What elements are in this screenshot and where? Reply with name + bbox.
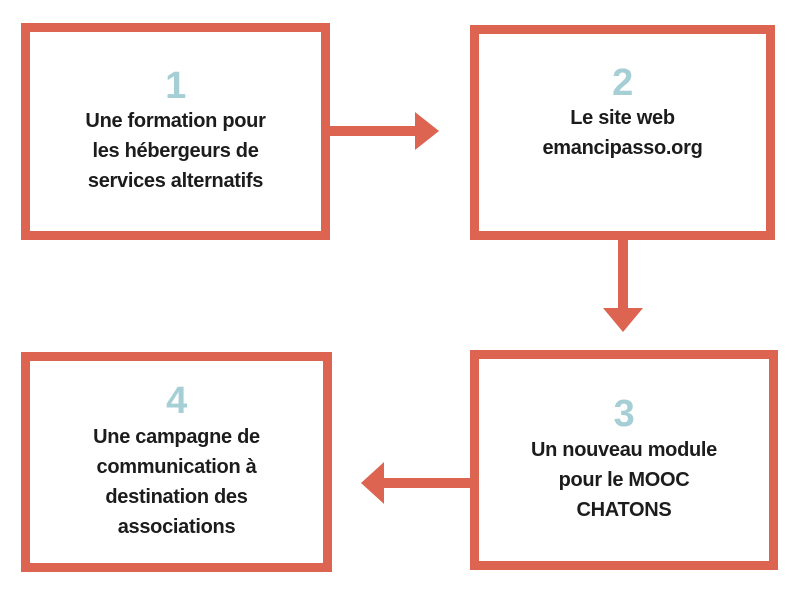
- step-label-1: Une formation pour les hébergeurs de ser…: [85, 110, 266, 193]
- step-box-1: 1 Une formation pour les hébergeurs de s…: [21, 23, 330, 240]
- step-box-3: 3 Un nouveau module pour le MOOC CHATONS: [470, 350, 778, 570]
- step-box-4-content: 4 Une campagne de communication à destin…: [93, 380, 260, 542]
- step-label-3: Un nouveau module pour le MOOC CHATONS: [530, 438, 718, 521]
- arrow-2-to-3-shaft: [618, 240, 628, 309]
- step-number-2: 2: [612, 61, 633, 104]
- step-number-1: 1: [165, 64, 186, 107]
- step-box-2-content: 2 Le site web emancipasso.org: [542, 61, 703, 164]
- arrow-3-to-4-shaft: [384, 478, 470, 488]
- arrow-1-to-2-shaft: [330, 126, 416, 136]
- step-box-1-content: 1 Une formation pour les hébergeurs de s…: [85, 64, 266, 197]
- arrow-down-icon: [603, 308, 643, 332]
- arrow-left-icon: [361, 462, 384, 504]
- arrow-right-icon: [415, 112, 439, 150]
- step-box-2: 2 Le site web emancipasso.org: [470, 25, 775, 240]
- step-number-3: 3: [613, 393, 635, 436]
- step-label-4: Une campagne de communication à destinat…: [93, 425, 260, 538]
- step-label-2: Le site web emancipasso.org: [542, 107, 703, 160]
- step-box-4: 4 Une campagne de communication à destin…: [21, 352, 332, 572]
- step-box-3-content: 3 Un nouveau module pour le MOOC CHATONS: [530, 393, 718, 525]
- step-number-4: 4: [166, 380, 187, 423]
